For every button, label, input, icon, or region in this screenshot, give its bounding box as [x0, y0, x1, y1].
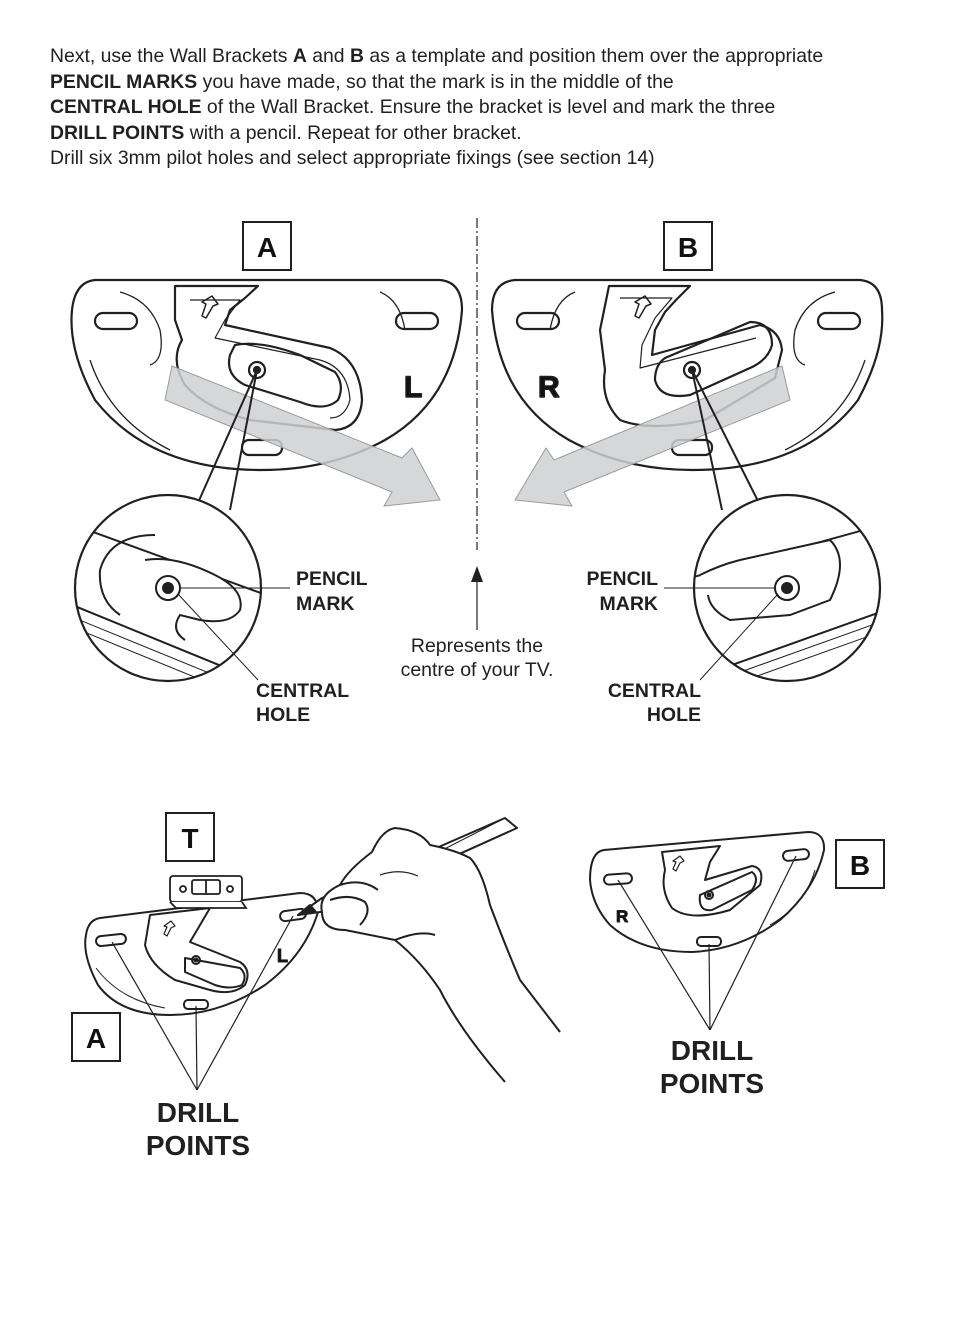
label-box-t	[165, 812, 215, 862]
zoom-line	[196, 369, 258, 506]
hand-illustration	[320, 827, 561, 1083]
side-letter-r: R	[538, 371, 560, 404]
zoom-circle-left	[73, 493, 263, 683]
instruction-line-1: Next, use the Wall Brackets A and B as a…	[50, 44, 930, 70]
tv-centre-caption: Represents the	[411, 635, 543, 657]
central-hole-term: CENTRAL HOLE	[50, 96, 202, 118]
text-run: as a template and position them over the…	[364, 45, 824, 67]
bracket-a-bottom-illustration: L	[84, 892, 319, 1016]
instructions-text: Next, use the Wall Brackets A and B as a…	[50, 44, 930, 172]
bracket-a-ref: A	[292, 45, 307, 67]
drill-points-label-right: POINTS	[660, 1068, 764, 1099]
label-box-b-top-text: B	[678, 232, 698, 263]
pencil-mark-label-right: MARK	[600, 593, 659, 615]
text-run: of the Wall Bracket. Ensure the bracket …	[201, 96, 776, 118]
central-hole-label-right: CENTRAL	[608, 680, 701, 702]
drill-points-label-left: POINTS	[146, 1130, 250, 1161]
label-box-a-bottom-text: A	[86, 1023, 106, 1054]
label-box-a-top-text: A	[257, 232, 277, 263]
label-box-t-text: T	[181, 823, 198, 854]
instruction-line-5: Drill six 3mm pilot holes and select app…	[50, 147, 655, 169]
label-box-b-bottom-text: B	[850, 850, 870, 881]
central-hole-label-left: CENTRAL	[256, 680, 349, 702]
central-hole-label-left: HOLE	[256, 704, 310, 726]
central-hole-leader-left	[177, 593, 259, 681]
centre-pointer-arrow	[471, 566, 483, 582]
arrow-to-centre-right	[514, 365, 791, 507]
pencil-mark-label-left: PENCIL	[296, 568, 368, 590]
drill-leader-right	[617, 879, 711, 1031]
arrow-to-centre-left	[164, 365, 441, 507]
zoom-circle-right	[692, 493, 882, 683]
instruction-line-4: DRILL POINTS with a pencil. Repeat for o…	[50, 121, 930, 147]
instruction-line-2: PENCIL MARKS you have made, so that the …	[50, 70, 930, 96]
drill-leader-right	[709, 855, 797, 1031]
drill-leader-left	[111, 941, 198, 1091]
drill-leader-left	[195, 1005, 198, 1091]
label-box-a-bottom	[71, 1012, 121, 1062]
zoom-line	[691, 369, 761, 506]
label-box-a-top	[242, 221, 292, 271]
zoom-line	[229, 369, 258, 511]
text-run: you have made, so that the mark is in th…	[197, 70, 674, 93]
text-run: with a pencil. Repeat for other bracket.	[184, 121, 522, 144]
drill-points-label-right: DRILL	[671, 1035, 753, 1066]
label-box-b-top	[663, 221, 713, 271]
central-hole-label-right: HOLE	[647, 704, 701, 726]
pencil-mark-label-right: PENCIL	[586, 568, 658, 590]
zoom-line	[691, 369, 723, 511]
drill-points-label-left: DRILL	[157, 1097, 239, 1128]
side-letter-r-small: R	[616, 907, 628, 926]
text-run: Next, use the Wall Brackets	[50, 45, 293, 67]
drill-points-term: DRILL POINTS	[50, 121, 185, 144]
bracket-b-top-illustration: R	[490, 278, 884, 472]
drill-leader-left	[196, 915, 294, 1091]
label-box-b-bottom	[835, 839, 885, 889]
central-hole-leader-right	[699, 593, 779, 681]
side-letter-l-small: L	[277, 946, 288, 966]
pencil-marks-term: PENCIL MARKS	[50, 70, 198, 93]
instruction-line-3: CENTRAL HOLE of the Wall Bracket. Ensure…	[50, 95, 930, 121]
bracket-b-ref: B	[349, 45, 364, 67]
spirit-level-tool	[169, 875, 248, 909]
drill-leader-right	[708, 943, 711, 1031]
pencil-mark-label-left: MARK	[296, 593, 355, 615]
side-letter-l: L	[404, 371, 422, 404]
text-run: and	[306, 45, 350, 67]
tv-centre-caption: centre of your TV.	[401, 659, 554, 681]
bracket-b-bottom-illustration: R	[589, 831, 826, 953]
